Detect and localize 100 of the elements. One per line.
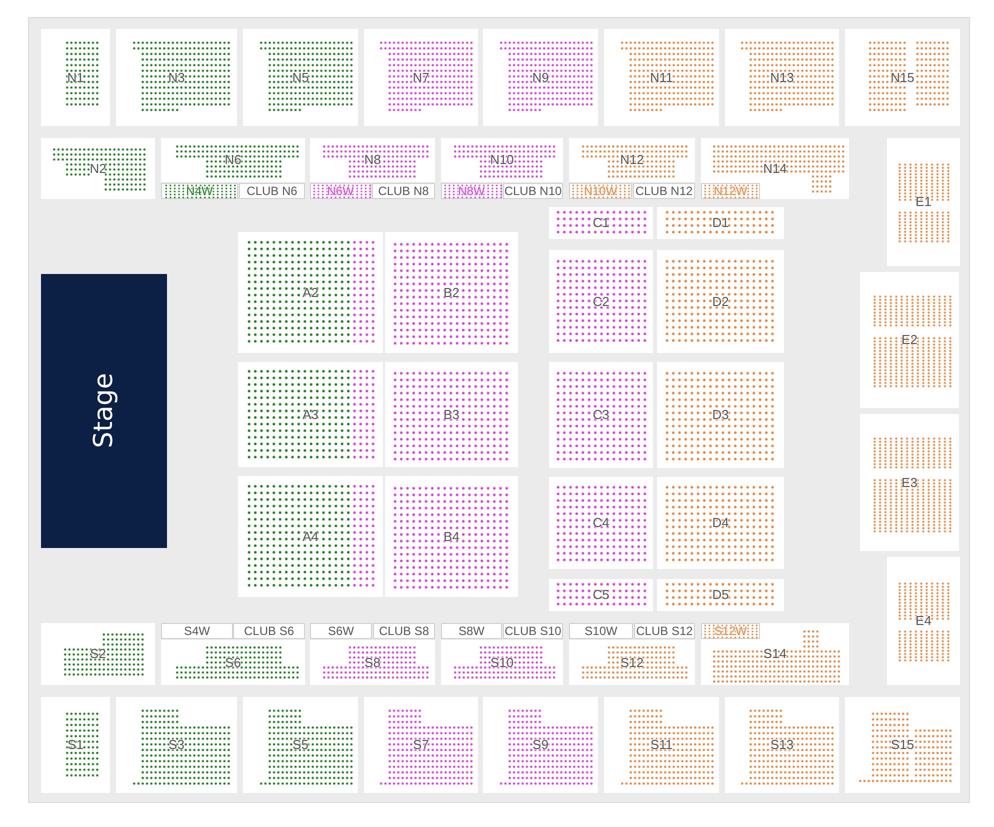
- seating-section: [725, 697, 839, 793]
- sub-section: [233, 623, 305, 639]
- seating-section: [243, 29, 358, 126]
- section-label: S6: [225, 656, 241, 670]
- section-label: CLUB S10: [504, 626, 562, 636]
- seating-section: [483, 29, 598, 126]
- seating-section: [549, 250, 653, 353]
- section-label: N14: [763, 162, 787, 176]
- section-label: S13: [770, 738, 794, 752]
- section-label: CLUB S8: [378, 626, 430, 636]
- section-label: N6W: [327, 186, 354, 196]
- seating-section: [385, 362, 518, 467]
- section-label: S9: [532, 738, 548, 752]
- section-label: CLUB S6: [244, 626, 294, 636]
- section-label: D1: [712, 216, 729, 230]
- section-label: C1: [592, 216, 610, 230]
- seating-section: [161, 138, 305, 182]
- sub-section: [373, 623, 435, 639]
- section-label: B2: [444, 286, 460, 300]
- seating-section: [701, 138, 849, 199]
- section-label: E3: [902, 476, 918, 490]
- section-label: S15: [890, 738, 914, 752]
- section-label: C2: [592, 294, 610, 308]
- seating-section: [238, 232, 383, 353]
- section-label: D2: [712, 294, 729, 308]
- seating-section: [569, 138, 695, 182]
- section-label: N1: [67, 70, 84, 84]
- seating-section: [385, 232, 518, 353]
- section-label: S3: [168, 738, 184, 752]
- seating-section: [657, 579, 784, 611]
- section-label: CLUB S12: [636, 626, 693, 636]
- section-label: A2: [302, 286, 318, 300]
- section-label: S10: [490, 656, 514, 670]
- section-label: CLUB N12: [635, 186, 693, 196]
- section-label: N6: [224, 153, 242, 167]
- section-label: N10: [490, 153, 514, 167]
- seating-section: [549, 579, 653, 611]
- section-label: S11: [650, 738, 673, 752]
- section-label: S7: [413, 738, 429, 752]
- seating-section: [549, 477, 653, 569]
- section-label: N12: [620, 153, 644, 167]
- section-label: N2: [90, 162, 106, 176]
- sub-section: [161, 623, 233, 639]
- section-label: N5: [292, 70, 309, 84]
- section-label: D4: [712, 516, 729, 530]
- seating-section: [238, 362, 383, 467]
- seating-section: [549, 207, 653, 239]
- section-label: N8W: [458, 186, 485, 196]
- section-label: S8: [364, 656, 380, 670]
- seating-section: [860, 272, 959, 408]
- section-label: B3: [444, 408, 460, 422]
- section-label: N4W: [186, 186, 213, 196]
- seating-section: [725, 29, 839, 126]
- section-label: N13: [770, 70, 794, 84]
- section-label: C4: [592, 516, 610, 530]
- section-label: S14: [763, 647, 787, 661]
- section-label: E1: [916, 195, 932, 209]
- section-label: N9: [532, 70, 549, 84]
- seating-section: [238, 476, 383, 597]
- seating-section: [41, 697, 110, 793]
- section-label: S2: [90, 647, 106, 661]
- section-label: D3: [712, 408, 729, 422]
- sub-section: [310, 623, 372, 639]
- section-label: S4W: [184, 626, 210, 636]
- section-label: S1: [68, 738, 84, 752]
- seating-section: [310, 138, 435, 182]
- section-label: S8W: [458, 626, 484, 636]
- seating-section: [845, 29, 960, 126]
- section-label: A3: [302, 408, 318, 422]
- seating-section: [441, 640, 563, 685]
- sub-section: [239, 183, 305, 199]
- section-label: N15: [890, 70, 914, 84]
- section-label: S12W: [714, 626, 747, 636]
- seating-section: [41, 138, 155, 199]
- seating-section: [657, 207, 784, 239]
- section-label: C5: [592, 588, 610, 602]
- sub-section: [569, 623, 633, 639]
- sub-section: [372, 183, 435, 199]
- section-label: N12W: [714, 186, 748, 196]
- seating-section: [887, 138, 960, 266]
- seating-section: [860, 414, 959, 551]
- section-label: B4: [444, 530, 460, 544]
- seating-section: [41, 29, 110, 126]
- section-label: N3: [168, 70, 185, 84]
- seating-section: [41, 623, 155, 685]
- section-label: A4: [302, 530, 318, 544]
- section-label: N8: [364, 153, 381, 167]
- section-label: E2: [902, 333, 918, 347]
- seating-section: [887, 557, 960, 685]
- seating-section: [385, 476, 518, 597]
- sub-section: [441, 623, 502, 639]
- section-label: S6W: [328, 626, 354, 636]
- seating-section: [161, 640, 305, 685]
- seating-section: [310, 640, 435, 685]
- seating-section: [701, 623, 849, 685]
- section-label: S10W: [584, 626, 618, 636]
- seating-section: [549, 362, 653, 468]
- seating-section: [657, 250, 784, 353]
- section-label: D5: [712, 588, 729, 602]
- stage-label: Stage: [89, 373, 119, 449]
